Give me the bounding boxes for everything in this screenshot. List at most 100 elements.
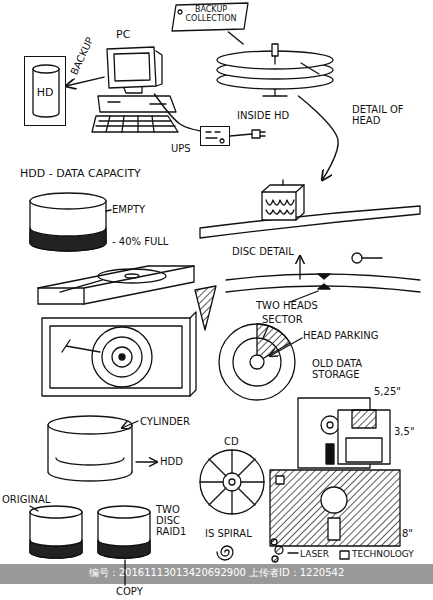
ink-stroke <box>262 185 304 192</box>
two-heads-sketch <box>318 274 330 279</box>
sector-disc <box>270 338 302 356</box>
floppy-disks <box>352 410 376 428</box>
sector-disc <box>233 338 281 386</box>
sketch-label: 5,25" <box>374 386 414 397</box>
laser-beads <box>271 539 277 545</box>
floppy-disks <box>270 470 400 546</box>
laser-beads <box>271 539 349 562</box>
sketch-label: SECTOR <box>262 314 322 325</box>
sketch-label: HDD - DATA CAPACITY <box>20 168 195 180</box>
backup-drive: HD <box>24 56 66 126</box>
pc-base <box>108 102 166 104</box>
connector-label: BACKUP <box>68 35 95 76</box>
two-heads-sketch <box>226 253 420 302</box>
sketch-label: ORIGINAL <box>2 494 67 505</box>
drive-case <box>38 266 194 304</box>
head-detail: DISC DETAIL <box>200 180 420 242</box>
connector-line <box>154 94 200 131</box>
hdd-cylinder <box>48 425 132 472</box>
drive-box <box>62 340 100 352</box>
connector-line <box>66 77 104 86</box>
hdd-cylinder <box>136 461 157 462</box>
raid-cylinders <box>30 506 38 511</box>
node-text: DISC DETAIL <box>232 246 322 257</box>
drive-box <box>119 354 125 360</box>
node-text: BACKUP COLLECTION <box>180 6 242 24</box>
drive-box <box>42 312 196 396</box>
power-plug <box>230 134 252 136</box>
hdd-cylinder <box>48 416 132 434</box>
two-heads-sketch <box>318 284 330 289</box>
raid-cylinders <box>30 540 82 558</box>
raid-cylinders <box>98 540 150 558</box>
ink-stroke <box>178 10 182 14</box>
sector-disc <box>263 327 268 338</box>
ink-stroke <box>33 65 59 73</box>
floppy-disks <box>328 518 340 540</box>
floppy-disks <box>321 416 339 434</box>
ink-stroke <box>296 185 304 220</box>
compact-disc <box>200 450 264 514</box>
platter-stack: INSIDE HD <box>215 44 335 96</box>
pc-monitor-outline <box>104 46 164 94</box>
floppy-disks <box>327 422 333 428</box>
sketch-label: 8" <box>402 528 432 539</box>
connector-line <box>298 96 338 180</box>
sketch-label: 编号：20161113013420692900 上传者ID：1220542 <box>0 567 433 578</box>
sketch-label: COPY <box>116 586 156 597</box>
empty-cylinder <box>106 210 111 211</box>
compact-disc <box>200 450 264 514</box>
keyboard <box>92 116 178 132</box>
ink-stroke <box>200 206 420 238</box>
node-text: HD <box>25 87 65 99</box>
two-heads-sketch <box>352 253 362 263</box>
empty-cylinder <box>30 193 111 251</box>
raid-cylinders <box>98 506 150 518</box>
ink-stroke <box>156 51 162 86</box>
sketch-label: TWO HEADS <box>256 300 336 311</box>
node-text: UPS <box>171 143 201 154</box>
power-plug <box>230 130 265 138</box>
laser-beads <box>275 546 283 554</box>
raid-cylinders <box>30 506 82 518</box>
keyboard <box>96 116 175 132</box>
hdd-cylinder <box>56 458 124 465</box>
sketch-label: CD <box>224 436 254 447</box>
sketch-label: IS SPIRAL <box>205 528 275 539</box>
drive-case <box>125 274 139 278</box>
drive-box <box>50 326 182 388</box>
ups-box: UPS <box>200 126 230 146</box>
spiral <box>217 546 233 560</box>
ink-stroke <box>206 132 220 138</box>
power-plug <box>260 132 265 136</box>
ink-stroke <box>266 210 294 214</box>
power-plug <box>252 130 260 138</box>
sketch-label: HEAD PARKING <box>303 330 403 341</box>
laser-beads <box>288 552 298 553</box>
sketch-label: LASER <box>300 549 340 559</box>
spiral <box>217 546 233 560</box>
sector-disc <box>219 324 295 400</box>
floppy-disks <box>326 444 334 464</box>
sketch-label: - 40% FULL <box>112 236 192 247</box>
laser-beads <box>272 556 278 562</box>
two-heads-sketch <box>299 256 300 279</box>
sector-wedge <box>195 286 216 330</box>
sketch-label: TWO DISC RAID1 <box>156 504 198 538</box>
platter-stack-outline <box>215 44 335 96</box>
drive-box <box>92 327 152 387</box>
watermark-band <box>0 564 433 584</box>
empty-cylinder <box>30 228 106 251</box>
ink-stroke <box>172 3 248 31</box>
ink-stroke <box>282 180 283 185</box>
drive-box <box>42 318 190 396</box>
pc-base <box>98 96 176 112</box>
ink-stroke <box>266 200 294 205</box>
floppy-disks <box>346 438 382 462</box>
ink-stroke <box>263 95 287 96</box>
backup-tag: BACKUP COLLECTION <box>170 2 250 32</box>
sketch-label: 3,5" <box>394 426 430 437</box>
